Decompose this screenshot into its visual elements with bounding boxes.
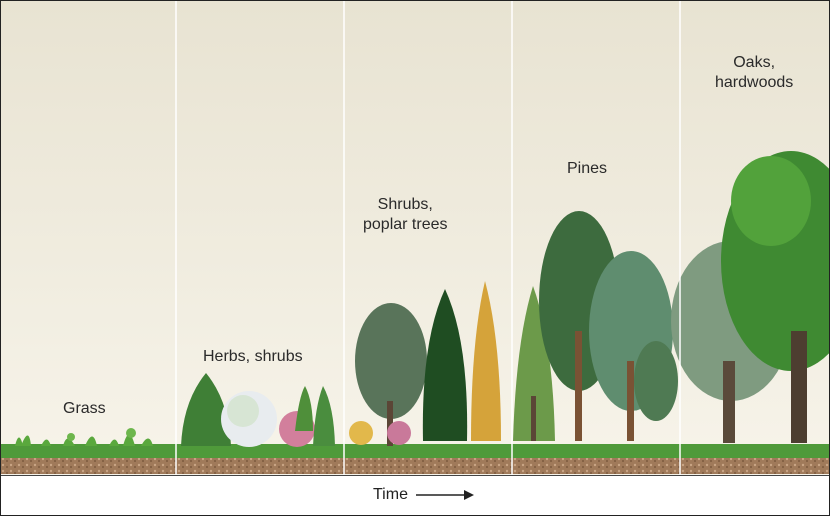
stage-label-pines: Pines	[567, 159, 607, 179]
time-axis: Time	[1, 475, 829, 516]
stage-label-grass: Grass	[63, 399, 106, 419]
grass-band	[1, 444, 829, 458]
succession-scene	[1, 1, 829, 475]
stage-label-oaks-hardwoods: Oaks, hardwoods	[715, 53, 793, 93]
stage-label-herbs-shrubs: Herbs, shrubs	[203, 347, 303, 367]
stage-label-shrubs-poplar: Shrubs, poplar trees	[363, 195, 448, 235]
time-axis-text: Time	[373, 486, 408, 504]
soil-strip	[1, 456, 829, 474]
right-arrow-icon	[416, 488, 476, 502]
time-axis-label: Time	[373, 486, 476, 504]
